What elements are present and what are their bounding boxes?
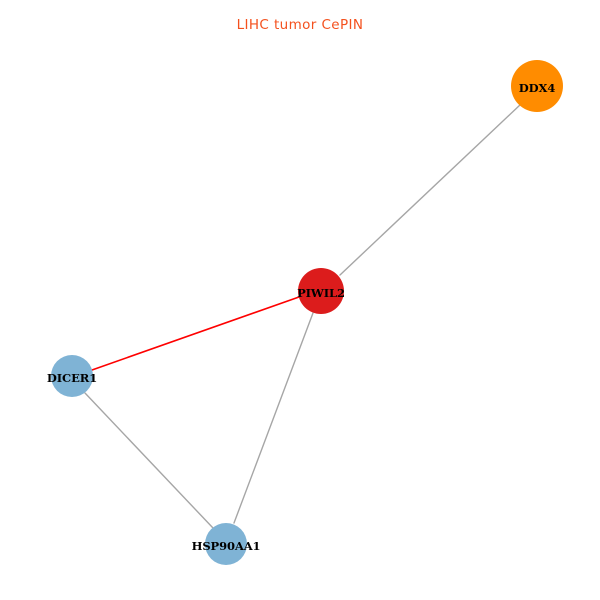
network-node[interactable] (298, 268, 344, 314)
network-edge[interactable] (91, 296, 300, 371)
network-node[interactable] (51, 355, 93, 397)
network-node[interactable] (511, 60, 563, 112)
page-title: LIHC tumor CePIN (236, 17, 364, 33)
network-edge[interactable] (233, 312, 314, 524)
network-edge[interactable] (84, 392, 214, 529)
network-edges (84, 103, 522, 529)
network-edge[interactable] (339, 103, 522, 276)
network-node[interactable] (205, 523, 247, 565)
